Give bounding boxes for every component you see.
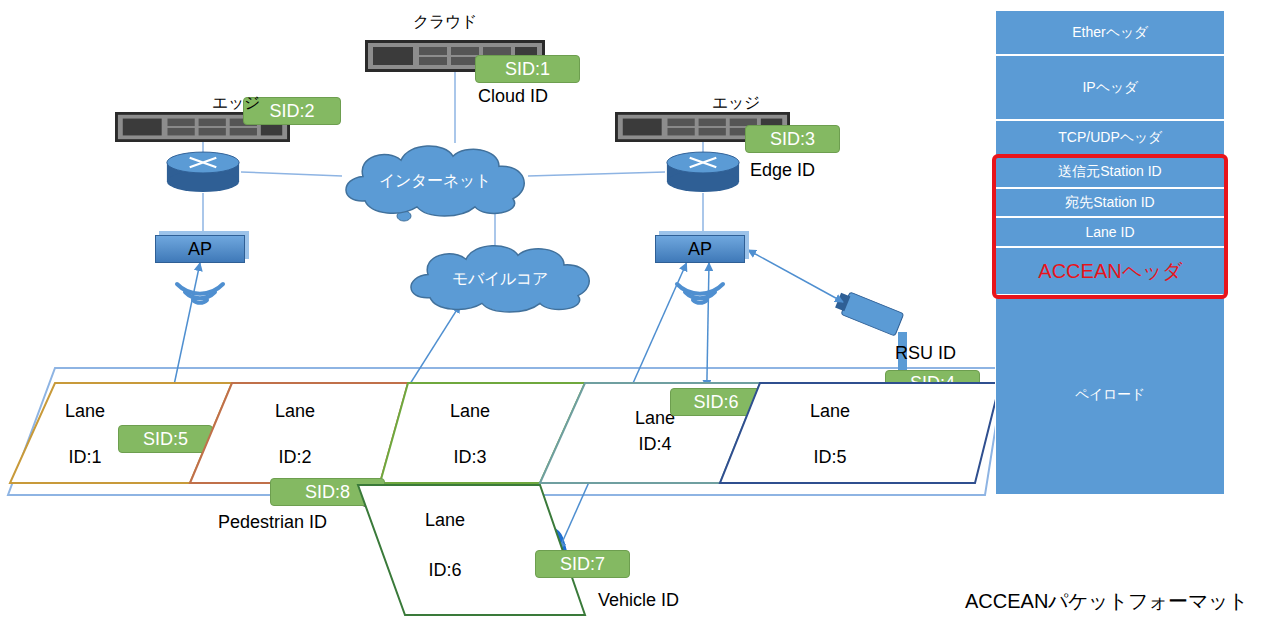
network-wires [203,72,703,235]
car-green [120,408,212,455]
field-label: Lane ID [1085,224,1134,240]
lane-area: Lane ID:4 SID:6 [540,383,760,483]
station-id-badge: SID:4 [885,370,980,397]
ap-label: AP [688,239,712,260]
badge-label: SID:3 [770,129,815,150]
lane-area: Lane ID:5 [720,383,1000,483]
field-label: ペイロード [1075,386,1145,404]
packet-field: TCP/UDPヘッダ [995,120,1225,156]
field-label: 宛先Station ID [1065,194,1154,212]
cloud-label: モバイルコア [452,269,548,290]
packet-field: 送信元Station ID [995,156,1225,188]
badge-label: SID:4 [910,373,955,394]
lane-shape [540,383,760,483]
badge-label: SID:6 [693,392,738,413]
connector [166,263,201,425]
packet-field: IPヘッダ [995,55,1225,120]
caption-label: エッジ [712,93,760,114]
camera-link [748,250,843,302]
caption-label: Vehicle ID [598,590,679,611]
packet-field: ACCEANヘッダ [995,247,1225,295]
caption-label: RSU ID [895,343,956,364]
car-pink [684,426,758,464]
station-id-badge: SID:1 [475,55,580,83]
lane-outline [720,383,1000,483]
lane-shape [720,383,1000,483]
lane-label: Lane ID:5 [800,388,860,480]
packet-field: Etherヘッダ [995,10,1225,55]
lane-label: Lane ID:2 [265,388,325,480]
lane-shape [10,383,232,483]
cloud-label: インターネット [379,171,491,192]
caption-label: Cloud ID [478,86,548,107]
caption-label: エッジ [212,93,260,114]
field-label: Etherヘッダ [1072,24,1147,42]
caption-label: ACCEANパケットフォーマット [965,588,1248,615]
router-icon [667,152,739,192]
station-id-badge: SID:5 [118,425,213,453]
badge-label: SID:8 [305,482,350,503]
connector [351,305,461,478]
lane-outline [190,383,408,483]
router-icon [167,152,239,192]
highlight-frame [992,154,1228,299]
cloud-outline [411,246,589,312]
badge-label: SID:5 [143,429,188,450]
lane-label: Lane ID:4 [625,405,685,457]
badge-label: SID:7 [560,554,605,575]
caption-label: Pedestrian ID [218,512,327,533]
badge-label: SID:1 [505,59,550,80]
station-id-badge: SID:3 [745,125,840,153]
lane-outline [380,383,585,483]
connector [559,263,687,550]
lane-outline [540,383,760,483]
lane-shape [380,383,585,483]
road-outline [8,368,1005,495]
lane-area: Lane ID:2 [190,383,408,483]
lane-label: Lane ID:6 [415,495,475,595]
lane-label: Lane ID:3 [440,388,500,480]
access-point: AP [155,235,245,263]
packet-field: Lane ID [995,217,1225,247]
lane-shape [190,383,408,483]
field-label: TCP/UDPヘッダ [1058,129,1161,147]
station-id-badge: SID:7 [535,550,630,578]
connector [494,208,496,247]
caption-label: クラウド [413,12,477,33]
field-label: ACCEANヘッダ [1038,258,1181,285]
lane-area: Lane ID:3 [380,383,585,483]
field-label: 送信元Station ID [1058,163,1161,181]
lane-area: Lane ID:1 SID:5 [10,383,232,483]
network-cloud: インターネット [335,140,535,216]
lane-label: Lane ID:1 [55,388,115,480]
network-cloud: モバイルコア [400,240,600,312]
packet-field: ペイロード [995,295,1225,495]
badge-label: SID:2 [269,101,314,122]
packet-field: 宛先Station ID [995,188,1225,217]
caption-label: Edge ID [750,160,815,181]
lane-outline [10,383,232,483]
station-id-badge: SID:8 [270,478,385,506]
access-point: AP [655,235,745,263]
cloud-outline [346,146,524,216]
field-label: IPヘッダ [1082,79,1137,97]
station-id-badge: SID:6 [670,388,762,416]
ap-label: AP [188,239,212,260]
connector [707,263,709,388]
